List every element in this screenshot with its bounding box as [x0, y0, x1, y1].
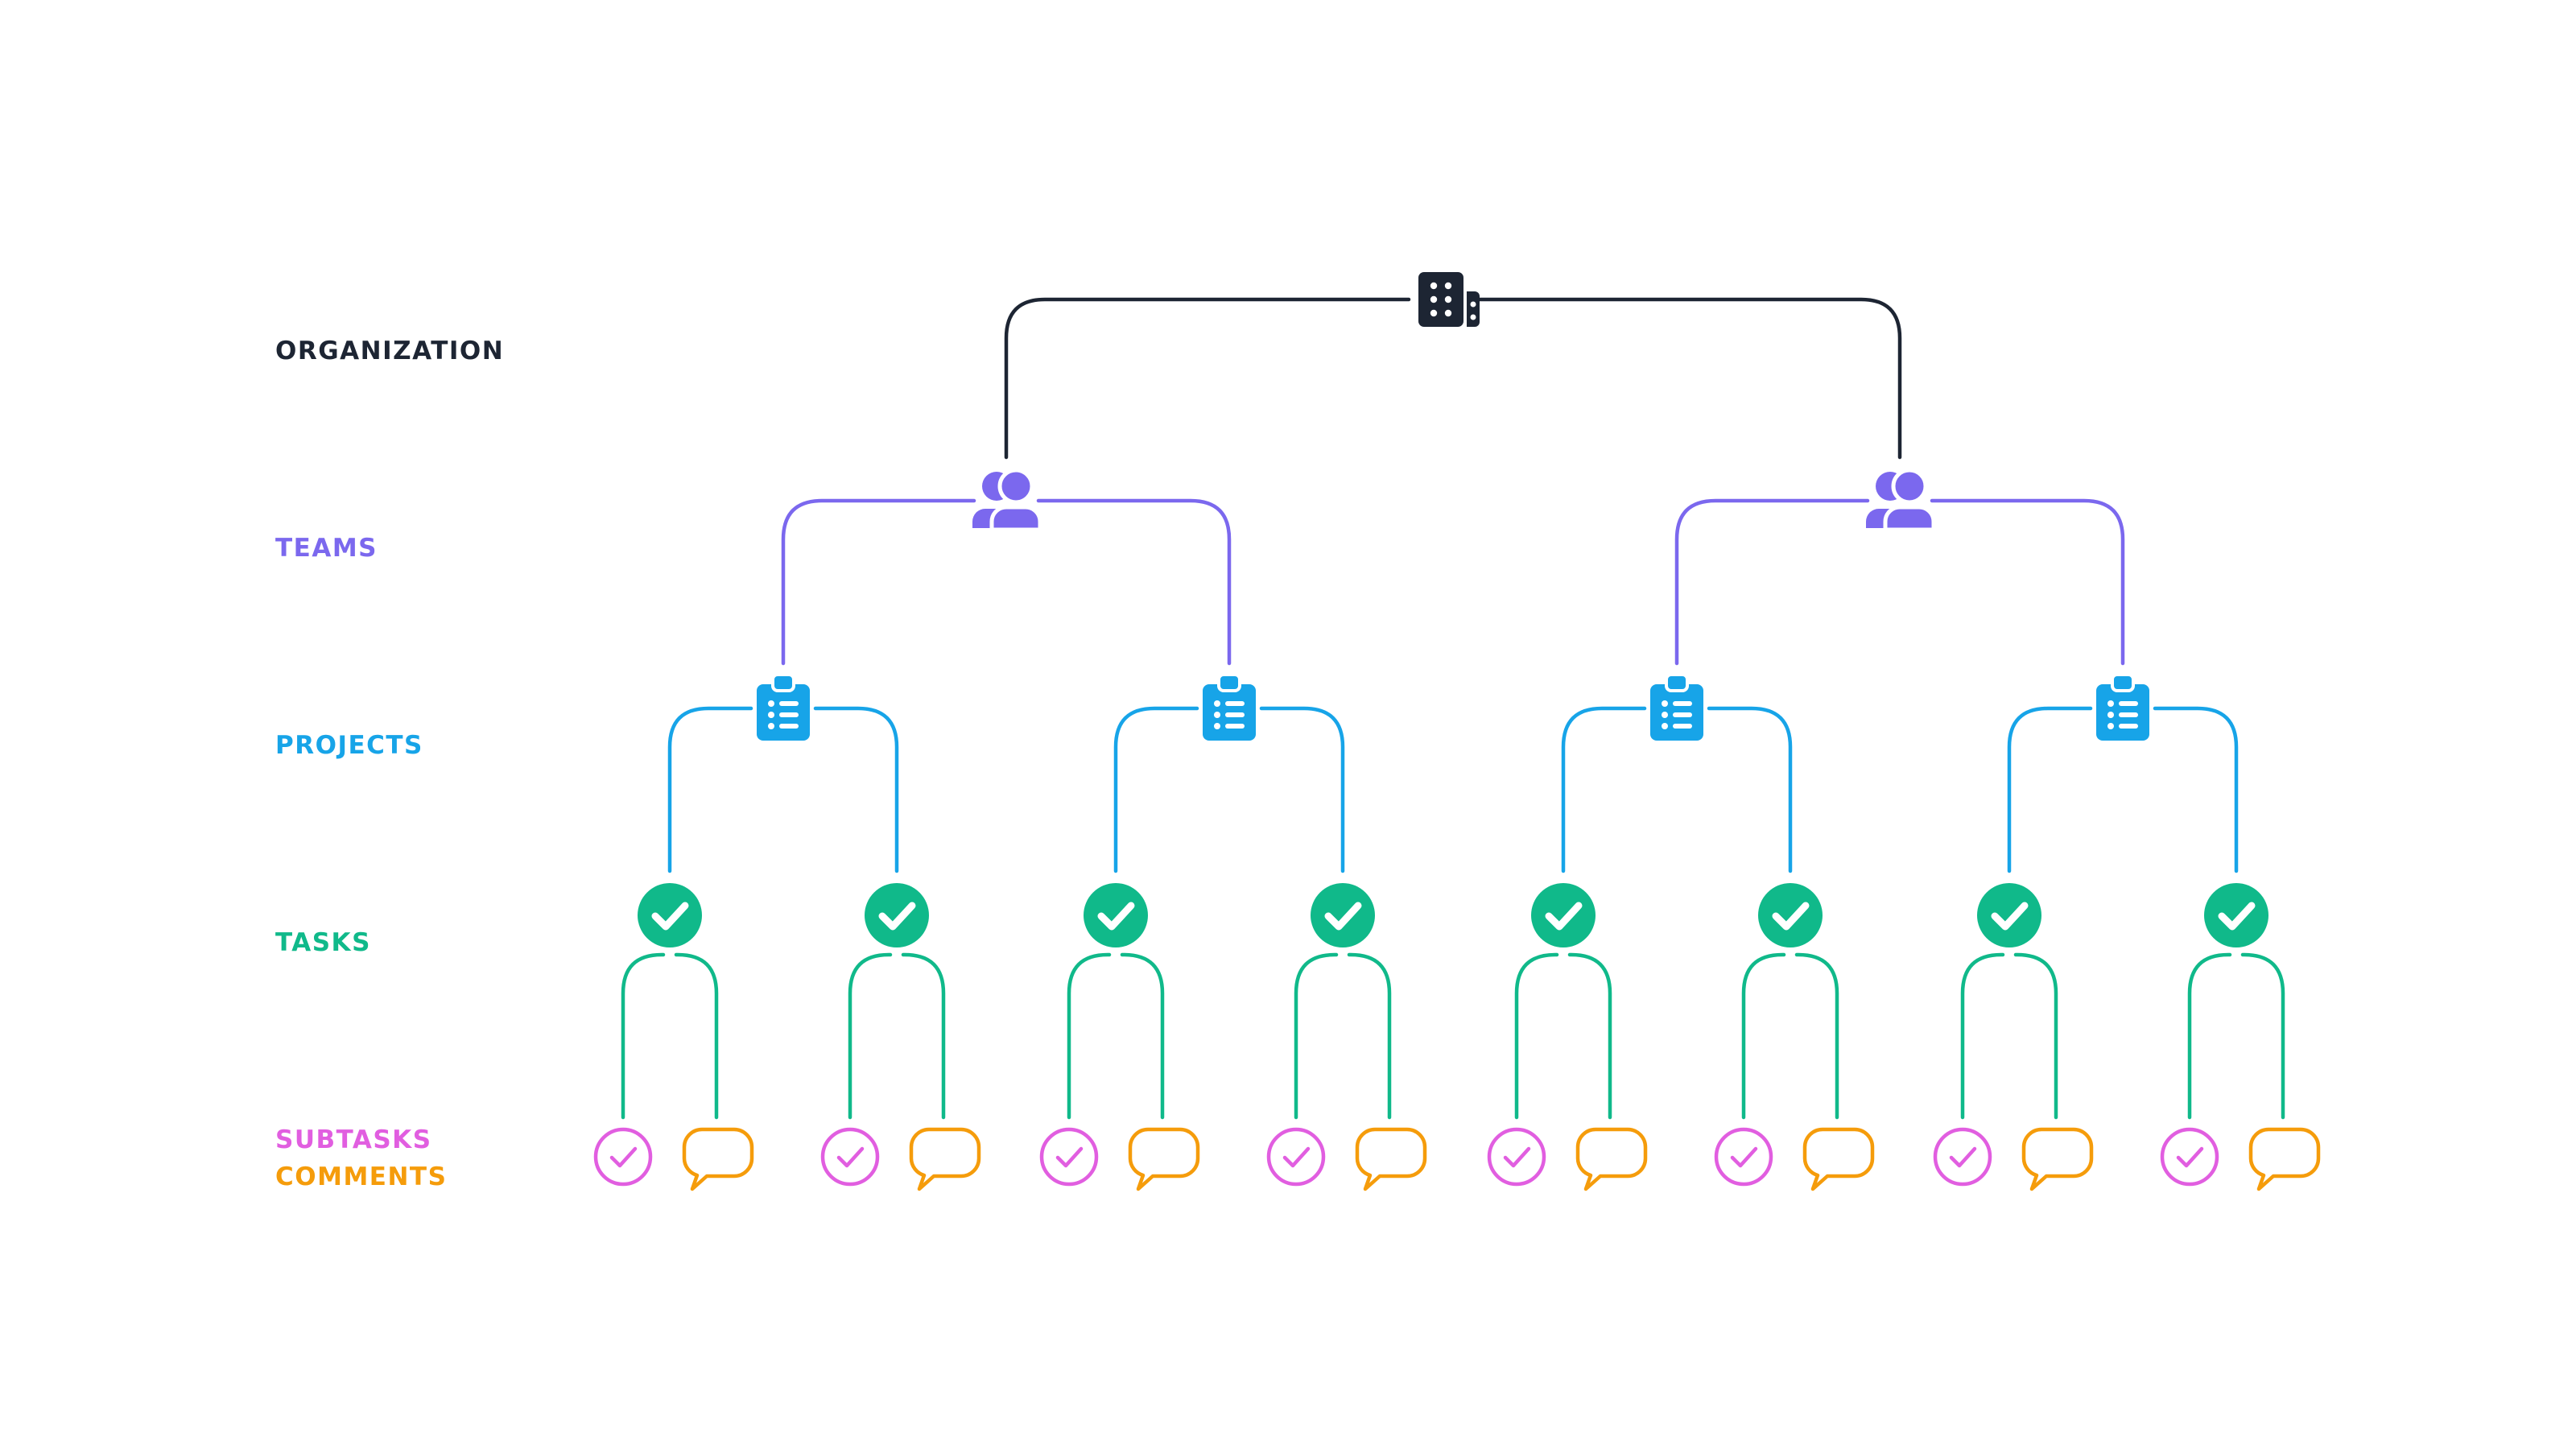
- connector-project-2-1-task-1: [1561, 706, 1647, 873]
- level-label-comments: COMMENTS: [275, 1162, 448, 1191]
- connector-project-1-2-task-1: [1113, 706, 1199, 873]
- connector-task-subtask: [1514, 952, 1559, 1120]
- node-subtask: [1933, 1127, 1992, 1187]
- connector-project-2-1-task-2: [1707, 706, 1793, 873]
- connector-lines: [621, 297, 2285, 1120]
- node-comment: [2248, 1127, 2321, 1191]
- node-comment: [2021, 1127, 2094, 1191]
- node-team: [972, 468, 1042, 532]
- connector-task-subtask: [1294, 952, 1339, 1120]
- node-project: [1650, 673, 1703, 741]
- level-label-organization: ORGANIZATION: [275, 336, 505, 365]
- connector-task-comment: [1347, 952, 1392, 1120]
- connector-org-team-1: [1004, 297, 1411, 460]
- node-comment: [1575, 1127, 1648, 1191]
- connector-task-comment: [901, 952, 946, 1120]
- connector-team-2-project-1: [1674, 498, 1870, 666]
- node-subtask: [593, 1127, 653, 1187]
- connector-org-team-2: [1471, 297, 1902, 460]
- node-subtask: [820, 1127, 880, 1187]
- node-task: [1977, 883, 2041, 947]
- connector-project-1-1-task-2: [813, 706, 899, 873]
- connector-task-subtask: [848, 952, 893, 1120]
- node-comment: [682, 1127, 754, 1191]
- node-comment: [909, 1127, 981, 1191]
- connector-task-subtask: [1960, 952, 2005, 1120]
- node-team: [1866, 468, 1936, 532]
- node-project: [2096, 673, 2149, 741]
- connector-team-1-project-1: [781, 498, 976, 666]
- level-label-projects: PROJECTS: [275, 731, 423, 760]
- connector-team-1-project-2: [1036, 498, 1232, 666]
- connector-project-1-1-task-1: [667, 706, 753, 873]
- node-subtask: [1039, 1127, 1099, 1187]
- node-task: [1531, 883, 1596, 947]
- level-label-subtasks: SUBTASKS: [275, 1125, 432, 1154]
- node-organization: [1418, 272, 1480, 327]
- connector-task-comment: [1794, 952, 1839, 1120]
- connector-project-2-2-task-1: [2007, 706, 2093, 873]
- node-task: [865, 883, 929, 947]
- node-comment: [1128, 1127, 1200, 1191]
- node-comment: [1802, 1127, 1875, 1191]
- node-project: [1203, 673, 1256, 741]
- node-task: [1758, 883, 1823, 947]
- level-label-tasks: TASKS: [275, 928, 371, 957]
- node-project: [757, 673, 810, 741]
- node-task: [1311, 883, 1375, 947]
- connector-team-2-project-2: [1930, 498, 2125, 666]
- node-subtask: [1714, 1127, 1773, 1187]
- node-subtask: [1266, 1127, 1326, 1187]
- node-task: [638, 883, 702, 947]
- level-label-teams: TEAMS: [275, 534, 378, 563]
- node-subtask: [2160, 1127, 2219, 1187]
- node-task: [1084, 883, 1148, 947]
- connector-task-comment: [1120, 952, 1165, 1120]
- diagram-nodes: [593, 272, 2321, 1191]
- connector-task-subtask: [1741, 952, 1786, 1120]
- node-comment: [1355, 1127, 1427, 1191]
- connector-task-comment: [1567, 952, 1612, 1120]
- connector-task-comment: [2013, 952, 2058, 1120]
- connector-task-subtask: [1067, 952, 1112, 1120]
- node-task: [2204, 883, 2268, 947]
- connector-task-comment: [674, 952, 719, 1120]
- node-subtask: [1487, 1127, 1546, 1187]
- connector-task-subtask: [621, 952, 666, 1120]
- connector-task-comment: [2240, 952, 2285, 1120]
- connector-project-2-2-task-2: [2153, 706, 2239, 873]
- connector-project-1-2-task-2: [1259, 706, 1345, 873]
- connector-task-subtask: [2187, 952, 2232, 1120]
